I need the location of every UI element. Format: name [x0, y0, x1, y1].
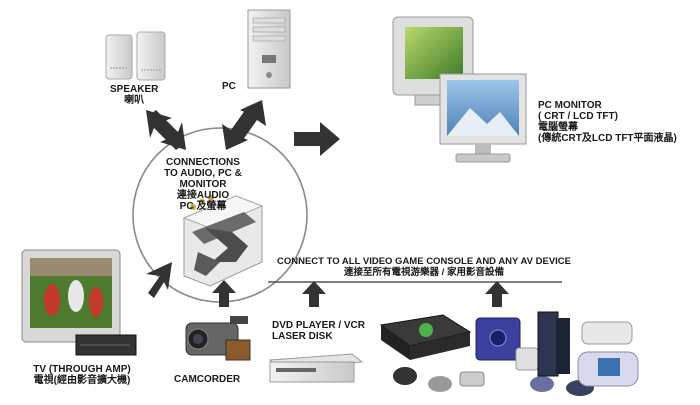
monitor-label-zh1: 電腦螢幕 [538, 122, 578, 133]
connections-line1: CONNECTIONS [166, 157, 240, 168]
monitor-label-sub: ( CRT / LCD TFT) [538, 111, 618, 122]
camcorder-icon [185, 316, 251, 361]
arrow-tv-to-adapter [146, 262, 172, 298]
console-xbox-icon [379, 314, 485, 392]
speaker-icon [105, 31, 166, 81]
monitor-label: PC MONITOR ( CRT / LCD TFT) 電腦螢幕 (傳統CRT及… [538, 100, 677, 144]
adapter-box-icon [182, 195, 264, 287]
arrow-camcorder-up [212, 280, 236, 307]
connections-line2: TO AUDIO, PC & [164, 168, 242, 179]
connections-line4: 連接AUDIO [176, 190, 230, 201]
arrow-speaker-pc [146, 110, 186, 150]
connections-label: CONNECTIONS TO AUDIO, PC & MONITOR 連接AUD… [143, 157, 263, 212]
tv-label-zh: 電視(經由影音擴大機) [33, 375, 131, 386]
dvd-player-icon [268, 353, 364, 383]
dvd-label-line1: DVD PLAYER / VCR [272, 320, 365, 331]
console-ps2-icon [537, 311, 594, 396]
arrow-console-up [485, 281, 509, 307]
pc-label: PC [222, 81, 236, 92]
console-banner-zh: 連接至所有電視游樂器 / 家用影音設備 [344, 267, 504, 278]
console-banner-en: CONNECT TO ALL VIDEO GAME CONSOLE AND AN… [277, 256, 571, 267]
tv-label-en: TV (THROUGH AMP) [33, 364, 131, 375]
tv-label: TV (THROUGH AMP) 電視(經由影音擴大機) [22, 364, 142, 386]
console-gba-icon [577, 321, 639, 387]
connections-line5: PC 及螢幕 [179, 201, 227, 212]
arrow-dvd-up [302, 281, 326, 307]
camcorder-label: CAMCORDER [174, 374, 241, 385]
arrow-to-monitor [294, 122, 340, 156]
monitor-label-en: PC MONITOR [538, 100, 602, 111]
speaker-label: SPEAKER 喇叭 [110, 84, 158, 106]
tv-icon [21, 249, 137, 356]
connections-line3: MONITOR [179, 179, 227, 190]
monitor-label-zh2: (傳統CRT及LCD TFT平面液晶) [538, 133, 677, 144]
speaker-label-en: SPEAKER [110, 84, 159, 95]
dvd-label-line2: LASER DISK [272, 331, 333, 342]
speaker-label-zh: 喇叭 [124, 95, 145, 106]
console-gamecube-icon [475, 317, 554, 392]
dvd-label: DVD PLAYER / VCR LASER DISK [272, 320, 365, 342]
arrow-pc-ring [222, 100, 266, 150]
lcd-monitor-icon [439, 73, 527, 163]
pc-tower-icon [247, 9, 291, 89]
console-banner: CONNECT TO ALL VIDEO GAME CONSOLE AND AN… [262, 256, 586, 278]
